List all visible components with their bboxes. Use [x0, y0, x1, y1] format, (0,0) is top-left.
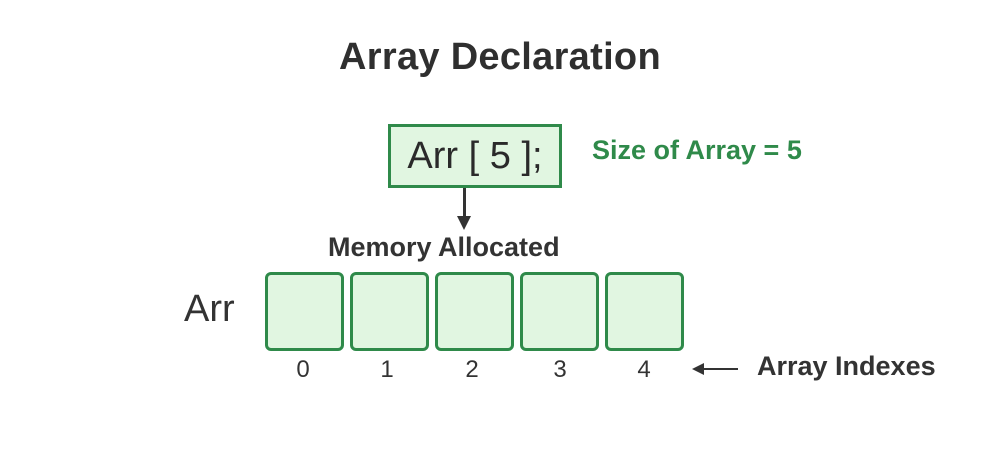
declaration-box: Arr [ 5 ]; [388, 124, 562, 188]
array-cell-0 [265, 272, 344, 351]
memory-allocated-label: Memory Allocated [328, 232, 560, 262]
array-cell-2 [435, 272, 514, 351]
array-index-3: 3 [553, 356, 567, 383]
array-cell-1 [350, 272, 429, 351]
array-cell-3 [520, 272, 599, 351]
array-index-1: 1 [380, 356, 394, 383]
array-index-0: 0 [296, 356, 310, 383]
array-size-label: Size of Array = 5 [592, 135, 802, 165]
array-name-label: Arr [184, 288, 235, 330]
down-arrow-icon [463, 188, 466, 218]
array-cells [265, 272, 684, 351]
array-cell-4 [605, 272, 684, 351]
array-index-2: 2 [465, 356, 479, 383]
array-index-4: 4 [637, 356, 651, 383]
diagram-title: Array Declaration [339, 36, 661, 78]
left-arrow-head-icon [692, 363, 704, 375]
declaration-code: Arr [ 5 ]; [407, 134, 543, 177]
array-indexes-label: Array Indexes [757, 351, 936, 381]
down-arrow-head-icon [457, 216, 471, 230]
left-arrow-icon [702, 368, 738, 370]
